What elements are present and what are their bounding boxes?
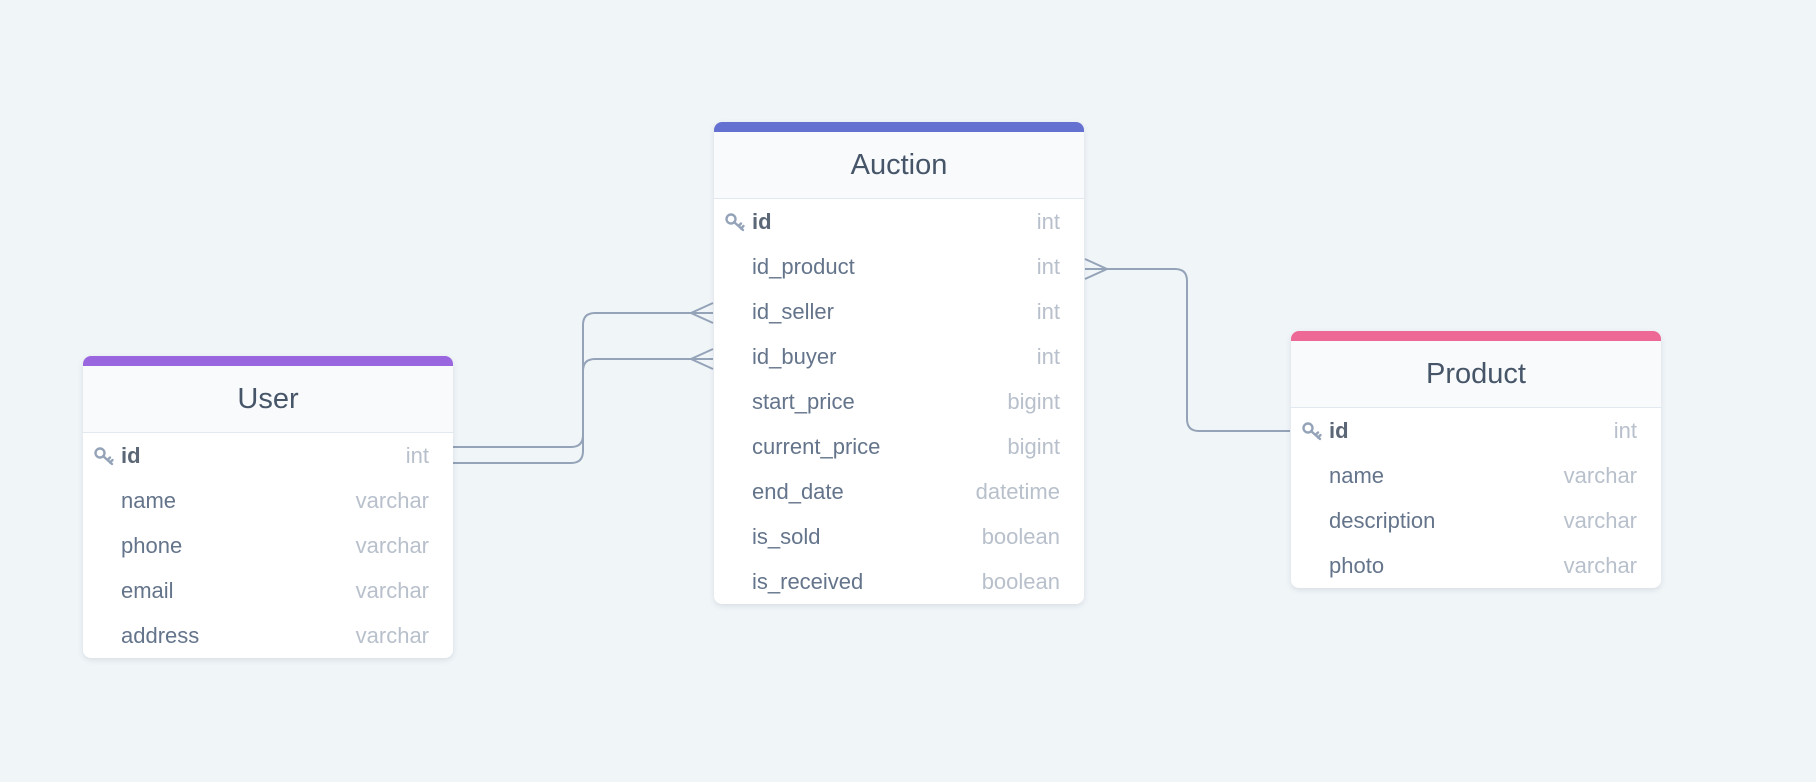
field-row-id-product[interactable]: id_product int: [714, 244, 1084, 289]
primary-key-icon: [1301, 421, 1323, 441]
field-row-id-buyer[interactable]: id_buyer int: [714, 334, 1084, 379]
field-type: varchar: [1563, 552, 1637, 578]
table-user[interactable]: User id int name varchar phone varchar email va…: [83, 356, 453, 658]
field-type: boolean: [981, 523, 1060, 549]
table-product-fields: id int name varchar description varchar photo v…: [1291, 408, 1661, 588]
field-type: varchar: [1563, 462, 1637, 488]
field-type: bigint: [1007, 388, 1060, 414]
field-name: id_buyer: [752, 343, 837, 369]
table-user-color-bar: [83, 356, 453, 366]
crowfoot-seller: [688, 302, 714, 324]
field-name: end_date: [752, 478, 844, 504]
relation-line-user-buyer: [453, 358, 713, 464]
relation-line-product-auction: [1085, 268, 1290, 432]
field-type: varchar: [355, 577, 429, 603]
table-product-header[interactable]: Product: [1291, 341, 1661, 408]
table-auction-color-bar: [714, 122, 1084, 132]
field-row-is-received[interactable]: is_received boolean: [714, 559, 1084, 604]
field-type: varchar: [1563, 507, 1637, 533]
field-type: int: [1036, 253, 1060, 279]
field-row-address[interactable]: address varchar: [83, 613, 453, 658]
field-row-id[interactable]: id int: [83, 433, 453, 478]
field-name: name: [121, 487, 177, 513]
field-name: id: [1329, 417, 1349, 443]
table-auction-header[interactable]: Auction: [714, 132, 1084, 199]
primary-key-icon: [93, 446, 115, 466]
field-name: address: [121, 622, 200, 648]
field-name: current_price: [752, 433, 881, 459]
field-row-id-seller[interactable]: id_seller int: [714, 289, 1084, 334]
field-type: int: [1613, 417, 1637, 443]
field-row-current-price[interactable]: current_price bigint: [714, 424, 1084, 469]
field-name: is_sold: [752, 523, 821, 549]
field-name: phone: [121, 532, 183, 558]
relation-line-user-seller: [453, 312, 713, 448]
field-row-name[interactable]: name varchar: [1291, 453, 1661, 498]
field-name: photo: [1329, 552, 1385, 578]
field-type: boolean: [981, 568, 1060, 594]
table-user-fields: id int name varchar phone varchar email varchar…: [83, 433, 453, 658]
field-row-name[interactable]: name varchar: [83, 478, 453, 523]
field-type: bigint: [1007, 433, 1060, 459]
field-name: id: [752, 208, 772, 234]
field-name: id_product: [752, 253, 855, 279]
field-type: varchar: [355, 622, 429, 648]
table-product[interactable]: Product id int name varchar description varch…: [1291, 331, 1661, 588]
crowfoot-buyer: [688, 348, 714, 370]
field-name: description: [1329, 507, 1436, 533]
field-row-id[interactable]: id int: [1291, 408, 1661, 453]
field-type: int: [405, 442, 429, 468]
field-row-photo[interactable]: photo varchar: [1291, 543, 1661, 588]
field-name: email: [121, 577, 174, 603]
field-row-id[interactable]: id int: [714, 199, 1084, 244]
field-name: is_received: [752, 568, 864, 594]
field-type: varchar: [355, 487, 429, 513]
field-name: name: [1329, 462, 1385, 488]
field-row-phone[interactable]: phone varchar: [83, 523, 453, 568]
field-type: varchar: [355, 532, 429, 558]
field-type: datetime: [975, 478, 1060, 504]
crowfoot-product: [1084, 258, 1110, 280]
table-product-color-bar: [1291, 331, 1661, 341]
field-type: int: [1036, 343, 1060, 369]
table-user-header[interactable]: User: [83, 366, 453, 433]
field-row-description[interactable]: description varchar: [1291, 498, 1661, 543]
field-name: id: [121, 442, 141, 468]
field-row-is-sold[interactable]: is_sold boolean: [714, 514, 1084, 559]
field-name: id_seller: [752, 298, 834, 324]
field-type: int: [1036, 298, 1060, 324]
field-name: start_price: [752, 388, 855, 414]
field-row-start-price[interactable]: start_price bigint: [714, 379, 1084, 424]
primary-key-icon: [724, 212, 746, 232]
field-row-email[interactable]: email varchar: [83, 568, 453, 613]
field-row-end-date[interactable]: end_date datetime: [714, 469, 1084, 514]
field-type: int: [1036, 208, 1060, 234]
